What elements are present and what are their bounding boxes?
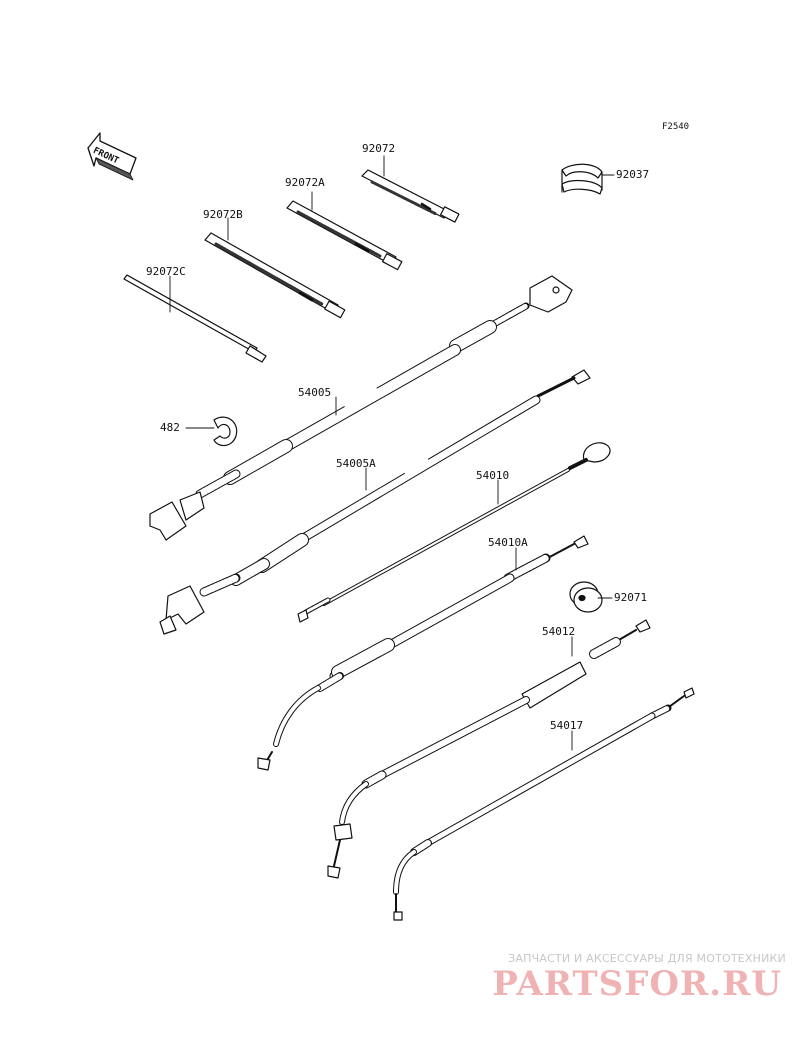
watermark-tagline: ЗАПЧАСТИ И АКСЕССУАРЫ ДЛЯ МОТОТЕХНИКИ [508, 952, 786, 965]
part-label-92072C: 92072C [146, 265, 186, 278]
part-label-54010A: 54010A [488, 536, 528, 549]
watermark-brand-logo: PARTSFOR.RU [492, 964, 782, 1004]
part-label-54017: 54017 [550, 719, 584, 732]
part-label-54010: 54010 [476, 469, 510, 482]
grommet-92071 [569, 581, 603, 613]
cable-54012 [327, 619, 651, 879]
strap-92072A [286, 200, 403, 271]
cable-54010 [297, 442, 611, 623]
part-label-54005A: 54005A [336, 457, 376, 470]
part-label-54012: 54012 [542, 625, 576, 638]
figure-code: F2540 [662, 122, 690, 132]
leader-lines [169, 155, 615, 751]
part-label-92071: 92071 [614, 591, 648, 604]
tie-92072C [123, 274, 267, 363]
part-label-482: 482 [160, 421, 180, 434]
part-label-92072B: 92072B [203, 208, 243, 221]
part-label-92072: 92072 [362, 142, 396, 155]
circlip-482 [213, 416, 238, 447]
part-label-92037: 92037 [616, 168, 650, 181]
strap-92072 [361, 169, 460, 223]
part-label-92072A: 92072A [285, 176, 325, 189]
cable-54010A [257, 535, 589, 771]
strap-92072B [204, 232, 346, 319]
front-arrow-icon [87, 132, 137, 181]
cable-54005A [159, 369, 591, 635]
cable-54017 [393, 687, 695, 921]
cable-54005 [149, 275, 573, 541]
clip-92037 [561, 163, 603, 195]
part-label-54005: 54005 [298, 386, 332, 399]
